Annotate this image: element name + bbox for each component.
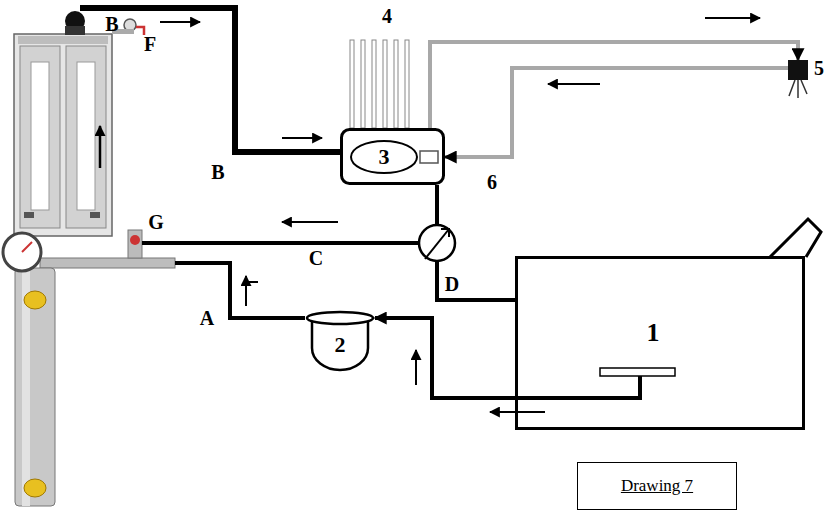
pipe-connector: [430, 42, 798, 128]
flowmeter-window: [31, 62, 49, 210]
part-letter: G: [148, 212, 164, 232]
return-valve: [128, 230, 142, 258]
caption-box: Drawing 7: [577, 462, 737, 510]
flowmeter-column: [66, 46, 106, 228]
filler-neck: [770, 219, 821, 257]
unit-body: [14, 34, 112, 236]
flow-arrow: [99, 126, 102, 168]
callout-number: 2: [335, 334, 346, 356]
flow-arrow: [705, 17, 760, 19]
rail-body: [342, 130, 444, 184]
injector: [405, 40, 409, 128]
flow-arrow: [246, 282, 258, 306]
pipe-connector: [375, 318, 515, 398]
cylinder-label: [24, 291, 46, 309]
injector: [361, 40, 365, 128]
unit-tag: [90, 212, 100, 218]
flowmeter-window: [77, 62, 95, 210]
fuel-tank: 1: [515, 256, 805, 430]
fuel-rail: 3: [340, 128, 445, 185]
filter-head: [307, 312, 373, 324]
flow-arrow: [160, 21, 200, 23]
callout-number: 1: [647, 320, 660, 346]
injector: [383, 40, 387, 128]
valve-circle: [419, 225, 455, 261]
callout-number: 3: [379, 146, 390, 168]
rail-oval: [351, 141, 417, 173]
pipe-label: D: [443, 273, 461, 295]
sensor-box: 5: [788, 60, 808, 80]
valve-knob: [130, 235, 140, 245]
injectors: [350, 40, 409, 128]
pipe-label: 6: [485, 171, 499, 193]
pressure-regulator: [420, 151, 438, 163]
flow-arrow: [282, 137, 322, 139]
pipe-a: [175, 263, 305, 318]
injector: [372, 40, 376, 128]
injector: [394, 40, 398, 128]
callout-number: 5: [814, 58, 824, 78]
injector: [350, 40, 354, 128]
gauge-needle: [22, 242, 32, 252]
filter-bowl: [312, 320, 368, 370]
flow-arrow: [548, 83, 600, 85]
part-letter: F: [144, 34, 156, 54]
pipe-c: [142, 241, 419, 245]
flow-arrow: [415, 350, 417, 385]
part-letter: A: [200, 308, 214, 328]
regulator-neck: [65, 26, 85, 35]
drawing-caption: Drawing 7: [621, 476, 693, 496]
part-letter: C: [309, 248, 323, 268]
fuel-filter: 2: [305, 310, 375, 372]
valve-arrow: [441, 229, 449, 237]
filter-regulator-unit: [3, 11, 175, 506]
sensor-wires: [789, 80, 807, 98]
unit-cap: [18, 36, 108, 44]
flow-arrow: [282, 221, 338, 223]
pickup-pipe: [515, 376, 640, 398]
part-letter: 4: [382, 6, 392, 26]
part-letter: B: [211, 162, 224, 182]
rail-outline: [340, 128, 445, 185]
flow-arrow: [245, 276, 247, 300]
valve-handle: [136, 27, 144, 35]
unit-tag: [24, 212, 34, 218]
flowmeter-column: [20, 46, 60, 228]
fuel-pickup: [600, 368, 675, 376]
valve-slash: [425, 229, 449, 259]
part-letter: B: [105, 14, 118, 34]
pipe-connector: [445, 68, 788, 157]
regulating-valve-symbol: [419, 225, 455, 261]
pipe-b: [80, 8, 340, 152]
pressure-gauge: [3, 233, 41, 271]
filter-cylinder: [15, 268, 55, 506]
cylinder-label: [24, 479, 46, 497]
inlet-pipe: [40, 258, 175, 268]
